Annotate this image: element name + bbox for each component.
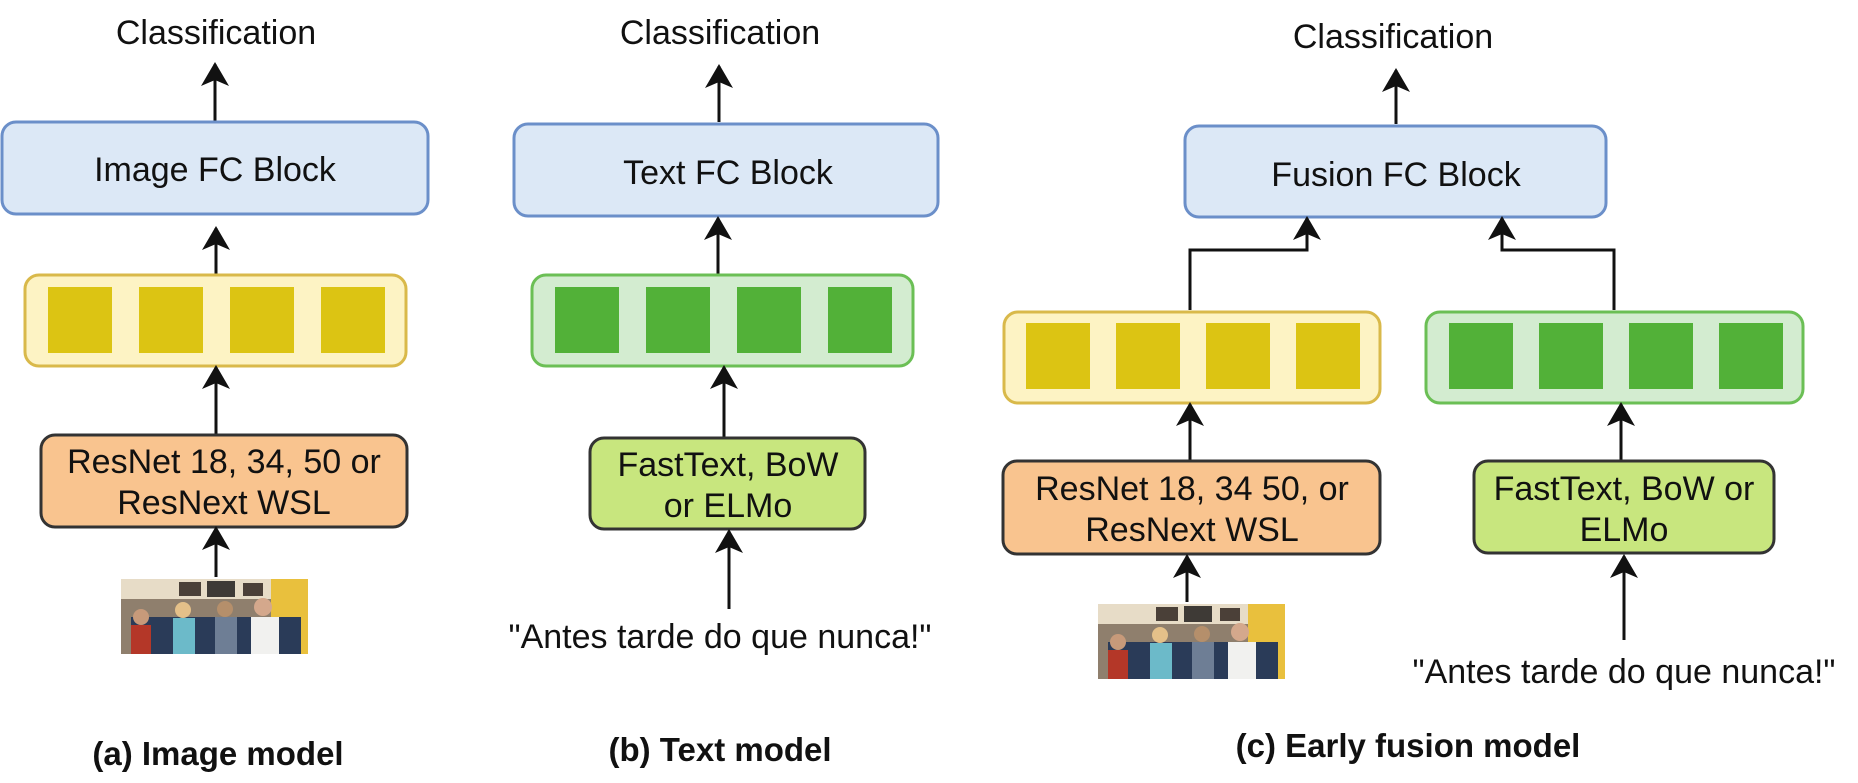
text-encoder-label-line2: or ELMo [664, 487, 793, 525]
fusion-image-feature-cell [1026, 323, 1090, 389]
text-model-caption: (b) Text model [608, 731, 831, 768]
fusion-image-feature-cell [1116, 323, 1180, 389]
panel-image-model: Classification Image FC Block ResNet 18,… [0, 14, 430, 772]
image-output-label: Classification [116, 14, 316, 52]
image-feature-cell [321, 287, 385, 353]
fusion-fc-block [1183, 124, 1608, 219]
image-feature-vector [23, 273, 408, 368]
fusion-text-feature-cell [1539, 323, 1603, 389]
fusion-text-feature-cell [1719, 323, 1783, 389]
text-feature-cell [737, 287, 801, 353]
image-feature-cell [48, 287, 112, 353]
panel-fusion-model: Classification Fusion FC Block ResNet 18… [1001, 18, 1836, 764]
text-feature-cell [646, 287, 710, 353]
image-encoder-label-line1: ResNet 18, 34, 50 or [67, 443, 381, 481]
text-fc-block-label: Text FC Block [623, 154, 834, 192]
fusion-arrow-image-features-to-fc [1188, 216, 1321, 310]
fusion-input-sentence: "Antes tarde do que nunca!" [1413, 653, 1836, 691]
fusion-text-encoder-label-line1: FastText, BoW or [1494, 470, 1755, 508]
fusion-fc-block-label: Fusion FC Block [1271, 156, 1521, 194]
image-fc-block-label: Image FC Block [94, 151, 337, 189]
fusion-output-label: Classification [1293, 18, 1493, 56]
fusion-model-caption: (c) Early fusion model [1236, 727, 1581, 764]
text-output-label: Classification [620, 14, 820, 52]
fusion-image-feature-cell [1296, 323, 1360, 389]
image-model-caption: (a) Image model [92, 735, 343, 772]
fusion-text-encoder-block [1472, 459, 1776, 555]
fusion-image-feature-vector [1002, 310, 1382, 405]
text-feature-cell [555, 287, 619, 353]
text-input-sentence: "Antes tarde do que nunca!" [509, 618, 932, 656]
fusion-text-encoder-label-line2: ELMo [1580, 511, 1669, 549]
fusion-image-encoder-label-line1: ResNet 18, 34 50, or [1035, 470, 1349, 508]
fusion-text-feature-cell [1449, 323, 1513, 389]
image-feature-cell [230, 287, 294, 353]
fusion-image-feature-cell [1206, 323, 1270, 389]
fusion-arrow-text-features-to-fc [1488, 216, 1616, 310]
image-input-photo-icon [121, 579, 308, 654]
fusion-text-feature-cell [1629, 323, 1693, 389]
text-encoder-label-line1: FastText, BoW [617, 446, 838, 484]
image-encoder-label-line2: ResNext WSL [117, 484, 331, 522]
image-fc-block [0, 120, 430, 216]
image-feature-cell [139, 287, 203, 353]
text-feature-vector [530, 273, 915, 368]
text-feature-cell [828, 287, 892, 353]
panel-text-model: Classification Text FC Block FastText, B… [509, 14, 940, 768]
fusion-input-photo-icon [1098, 604, 1285, 679]
fusion-image-encoder-label-line2: ResNext WSL [1085, 511, 1299, 549]
fusion-text-feature-vector [1424, 310, 1805, 405]
